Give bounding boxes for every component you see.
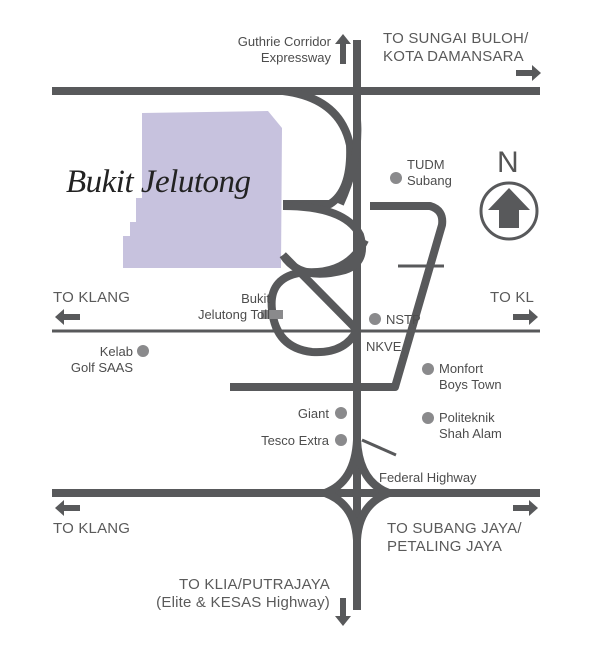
politeknik-line-1: Politeknik xyxy=(439,410,495,425)
guthrie-expressway-label: Guthrie Corridor Expressway xyxy=(238,34,331,66)
guthrie-line-2: Expressway xyxy=(260,50,331,65)
sungai-buloh-line-1: TO SUNGAI BULOH/ xyxy=(383,30,529,47)
subang-line-1: TO SUBANG JAYA/ xyxy=(387,520,522,537)
tesco-marker-icon xyxy=(335,434,347,446)
golf-line-1: Kelab xyxy=(99,344,133,359)
toll-line-2: Jelutong Toll xyxy=(197,307,270,322)
klia-label: TO KLIA/PUTRAJAYA (Elite & KESAS Highway… xyxy=(156,576,330,612)
giant-marker-icon xyxy=(335,407,347,419)
arrow-up-guthrie-icon xyxy=(335,34,351,64)
arrow-left-klang-lower-icon xyxy=(55,500,80,516)
subang-line-2: PETALING JAYA xyxy=(387,538,503,555)
arrow-right-kl-icon xyxy=(513,309,538,325)
bukit-jelutong-area xyxy=(123,111,282,268)
toll-line-1: Bukit xyxy=(241,291,270,306)
tudm-line-2: Subang xyxy=(407,173,452,188)
guthrie-line-1: Guthrie Corridor xyxy=(237,34,331,49)
toll-label: Bukit Jelutong Toll xyxy=(198,291,270,323)
north-interchange-loop xyxy=(282,87,355,208)
golf-marker-icon xyxy=(137,345,149,357)
politeknik-marker-icon xyxy=(422,412,434,424)
tudm-marker-icon xyxy=(390,172,402,184)
giant-label: Giant xyxy=(297,406,329,421)
tudm-label: TUDM Subang xyxy=(407,157,452,189)
monfort-line-2: Boys Town xyxy=(439,377,502,392)
golf-line-2: Golf SAAS xyxy=(70,360,133,375)
monfort-label: Monfort Boys Town xyxy=(439,361,502,393)
subang-jaya-label: TO SUBANG JAYA/ PETALING JAYA xyxy=(387,520,522,556)
north-interchange-ramp xyxy=(336,119,362,206)
golf-label: Kelab Golf SAAS xyxy=(71,344,133,376)
arrow-right-subang-icon xyxy=(513,500,538,516)
toll-diagonal-road xyxy=(280,252,360,333)
monfort-marker-icon xyxy=(422,363,434,375)
federal-interchange-curves xyxy=(323,439,391,541)
north-arrow-icon xyxy=(479,181,539,241)
compass-letter: N xyxy=(497,146,519,179)
nkve-road xyxy=(230,202,447,391)
sungai-buloh-label: TO SUNGAI BULOH/ KOTA DAMANSARA xyxy=(383,30,528,66)
arrow-down-klia-icon xyxy=(335,598,351,626)
middle-loop-lower xyxy=(267,238,369,357)
to-klang-upper-label: TO KLANG xyxy=(53,289,131,306)
klia-line-1: TO KLIA/PUTRAJAYA xyxy=(179,576,330,593)
nstp-label: NSTP xyxy=(386,312,421,327)
nstp-marker-icon xyxy=(369,313,381,325)
sungai-buloh-line-2: KOTA DAMANSARA xyxy=(383,48,524,65)
toll-marker-icon xyxy=(261,310,283,319)
arrow-left-klang-upper-icon xyxy=(55,309,80,325)
politeknik-label: Politeknik Shah Alam xyxy=(439,410,502,442)
federal-highway-label: Federal Highway xyxy=(379,470,477,485)
monfort-line-1: Monfort xyxy=(439,361,484,376)
tesco-label: Tesco Extra xyxy=(261,433,329,448)
klia-line-2: (Elite & KESAS Highway) xyxy=(156,594,330,611)
politeknik-line-2: Shah Alam xyxy=(439,426,502,441)
area-name-label: Bukit Jelutong xyxy=(66,164,251,200)
local-road-tesco xyxy=(361,438,397,457)
to-klang-lower-label: TO KLANG xyxy=(53,520,131,537)
tudm-line-1: TUDM xyxy=(407,157,445,172)
arrow-right-sungai-buloh-icon xyxy=(516,65,541,81)
nkve-label: NKVE xyxy=(366,339,402,354)
to-kl-label: TO KL xyxy=(490,289,535,306)
